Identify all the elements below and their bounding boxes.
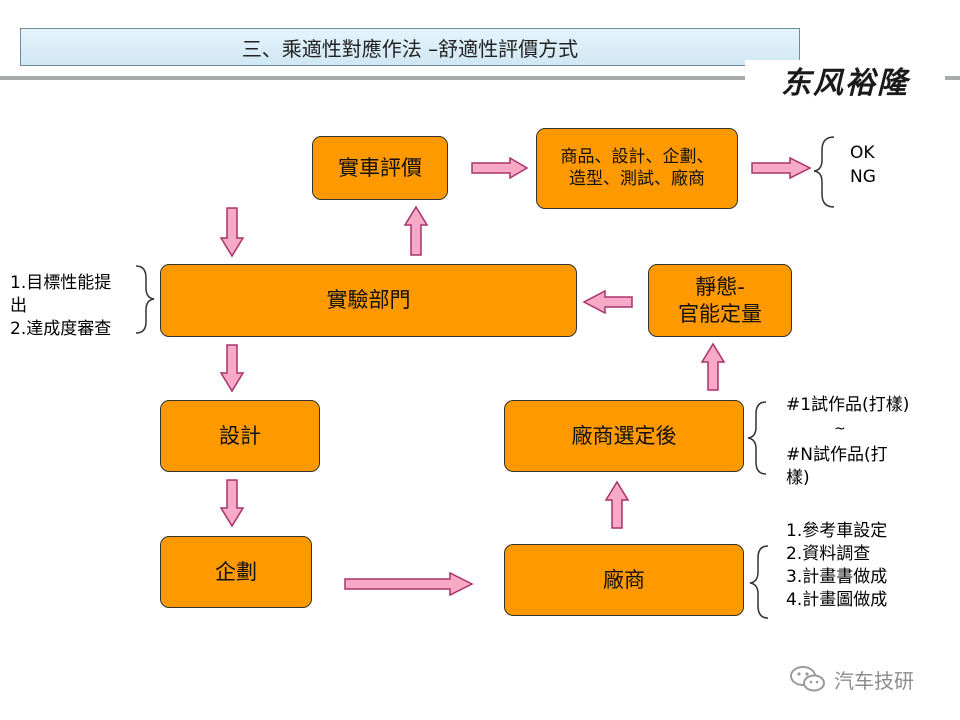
- watermark-text: 汽车技研: [834, 668, 914, 693]
- arrow-down-realcar-lab: [219, 207, 245, 258]
- node-design-label: 設計: [219, 423, 261, 448]
- arrow-down-lab-design: [219, 344, 245, 393]
- wechat-icon: [790, 666, 825, 692]
- arrow-down-design-planning: [219, 479, 245, 528]
- node-design: 設計: [160, 400, 320, 472]
- brand-logo-text: 东风裕隆: [781, 66, 909, 101]
- trial-tilde: ~: [834, 421, 846, 437]
- slide-title-text: 三、乘適性對應作法 –舒適性評價方式: [241, 36, 579, 61]
- node-real-car-evaluation: 實車評價: [312, 136, 448, 200]
- arrow-right-planning-vendor: [344, 571, 474, 597]
- result-ok: OK: [850, 143, 875, 163]
- brace-ok-ng: [813, 136, 835, 208]
- watermark: 汽车技研: [788, 664, 914, 694]
- result-ng: NG: [850, 167, 876, 187]
- brace-lab-note: [135, 265, 155, 334]
- node-vendor: 廠商: [504, 544, 744, 616]
- arrow-up-static-from-below: [700, 342, 726, 391]
- arrow-up-lab-realcar: [403, 205, 429, 256]
- node-stakeholders-label: 商品、設計、企劃、 造型、測試、廠商: [560, 147, 714, 189]
- node-vendor-label: 廠商: [603, 567, 645, 592]
- node-lab-label: 實驗部門: [326, 288, 411, 313]
- trial-first: #1試作品(打樣): [786, 395, 910, 415]
- node-vendor-selected: 廠商選定後: [504, 400, 744, 472]
- lab-note: 1.目標性能提 出 2.達成度審查: [10, 273, 112, 339]
- arrow-left-static-lab: [582, 289, 633, 315]
- brace-vendor-note: [749, 545, 769, 619]
- arrow-right-commodity-results: [751, 156, 812, 180]
- header-divider: [0, 76, 960, 80]
- node-planning: 企劃: [160, 536, 312, 608]
- node-planning-label: 企劃: [215, 559, 257, 584]
- node-static-sensory: 靜態- 官能定量: [648, 264, 792, 337]
- node-vendor-selected-label: 廠商選定後: [571, 423, 677, 448]
- node-real-car-label: 實車評價: [338, 155, 422, 180]
- node-static-label: 靜態- 官能定量: [678, 275, 762, 326]
- node-stakeholders: 商品、設計、企劃、 造型、測試、廠商: [536, 128, 738, 209]
- arrow-right-realcar-commodity: [471, 156, 529, 180]
- arrow-up-vendor-selected: [604, 480, 630, 529]
- brace-trial: [747, 401, 767, 475]
- slide-title: 三、乘適性對應作法 –舒適性評價方式: [20, 28, 800, 66]
- trial-nth: #N試作品(打 樣): [786, 445, 888, 488]
- brand-logo: 东风裕隆: [745, 60, 945, 101]
- vendor-note: 1.參考車設定 2.資料調查 3.計畫書做成 4.計畫圖做成: [786, 521, 888, 610]
- node-lab-department: 實驗部門: [160, 264, 577, 337]
